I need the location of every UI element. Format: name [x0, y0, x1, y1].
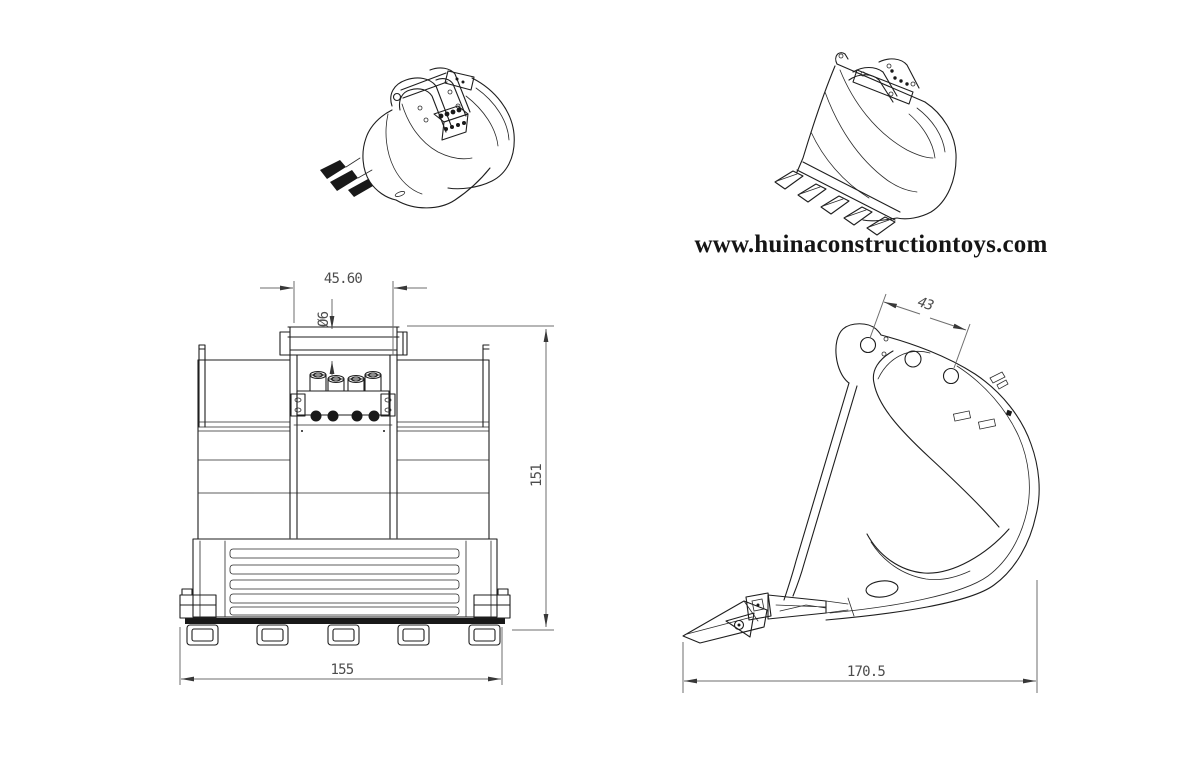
dim-overall-length-text: 170.5 — [847, 664, 886, 680]
pin-hole-1 — [859, 336, 877, 354]
dim-pin-diameter-text: Ø6 — [316, 311, 332, 327]
bucket-profile — [783, 323, 1040, 621]
isometric-view-rear — [320, 67, 515, 209]
front-view: 45.60 Ø6 151 155 — [179, 271, 554, 685]
bucket-body — [197, 344, 490, 540]
isometric-view-front — [774, 52, 957, 236]
dimension-overall-width: 155 — [179, 627, 503, 685]
bucket-shell — [362, 70, 515, 209]
dim-pin-spacing-text: 43 — [915, 294, 935, 314]
dim-height-text: 151 — [529, 464, 545, 487]
mounting-bracket — [390, 67, 471, 133]
pin-hole-2 — [904, 350, 922, 368]
mounting-tower — [279, 326, 408, 539]
bottom-ribbed-section — [179, 538, 511, 624]
bucket-teeth — [186, 624, 501, 646]
bottom-slot-hole — [865, 580, 899, 598]
bucket-teeth — [774, 161, 901, 236]
dimension-pin-diameter: Ø6 — [316, 299, 335, 377]
valve-block — [290, 370, 396, 432]
dimension-pin-spacing: 43 — [869, 293, 971, 369]
dimension-top-width: 45.60 — [260, 271, 427, 355]
dim-overall-width-text: 155 — [331, 662, 354, 678]
dim-top-width-text: 45.60 — [324, 271, 363, 287]
tooth-assembly — [682, 592, 855, 644]
valve-block — [433, 105, 469, 141]
cutting-edge-bar — [185, 618, 505, 624]
bucket-teeth — [320, 157, 373, 197]
website-url: www.huinaconstructiontoys.com — [694, 231, 1048, 258]
mounting-bracket — [848, 58, 920, 105]
dimension-overall-length: 170.5 — [682, 580, 1038, 693]
pin-hole-3 — [942, 367, 960, 385]
side-view: 43 170.5 — [682, 293, 1040, 693]
dimension-height: 151 — [407, 325, 554, 631]
